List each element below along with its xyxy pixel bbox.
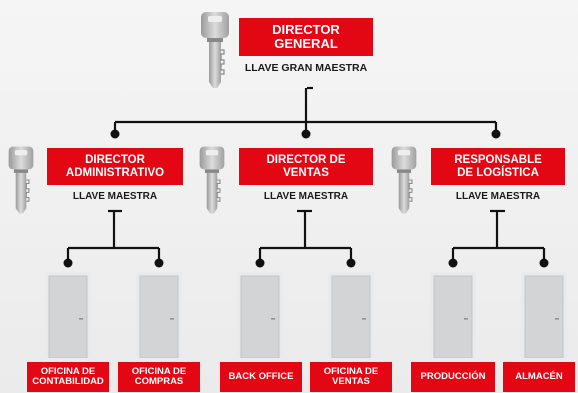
director-key-label: LLAVE GRAN MAESTRA bbox=[244, 62, 368, 74]
manager-title: DIRECTOR ADMINISTRATIVO bbox=[65, 154, 165, 179]
office-label: PRODUCCIÓN bbox=[420, 371, 486, 383]
key-icon bbox=[391, 146, 417, 214]
key-icon bbox=[8, 146, 34, 214]
director-title: DIRECTOR GENERAL bbox=[272, 22, 340, 51]
office-label-produccion: PRODUCCIÓN bbox=[411, 362, 495, 392]
office-label: BACK OFFICE bbox=[228, 371, 294, 383]
door-icon bbox=[136, 272, 182, 358]
office-label-almacen: ALMACÉN bbox=[503, 362, 575, 392]
door-icon bbox=[45, 272, 91, 358]
manager-box-ventas: DIRECTOR DE VENTAS bbox=[239, 148, 373, 185]
manager-title: DIRECTOR DE VENTAS bbox=[266, 154, 346, 179]
key-icon bbox=[201, 12, 229, 88]
door-icon bbox=[328, 272, 374, 358]
office-label: ALMACÉN bbox=[515, 371, 563, 383]
manager-key-label: LLAVE MAESTRA bbox=[263, 191, 349, 202]
key-icon bbox=[199, 146, 225, 214]
door-icon bbox=[430, 272, 476, 358]
office-label: OFICINA DE VENTAS bbox=[323, 366, 379, 387]
door-icon bbox=[521, 272, 567, 358]
office-label: OFICINA DE COMPRAS bbox=[131, 366, 187, 387]
office-label-contabilidad: OFICINA DE CONTABILIDAD bbox=[27, 362, 109, 392]
office-label-ventas: OFICINA DE VENTAS bbox=[310, 362, 392, 392]
manager-key-label: LLAVE MAESTRA bbox=[72, 191, 158, 202]
manager-box-logistica: RESPONSABLE DE LOGÍSTICA bbox=[431, 148, 565, 185]
door-icon bbox=[237, 272, 283, 358]
manager-box-administrativo: DIRECTOR ADMINISTRATIVO bbox=[47, 148, 183, 185]
office-label-compras: OFICINA DE COMPRAS bbox=[118, 362, 200, 392]
manager-title: RESPONSABLE DE LOGÍSTICA bbox=[454, 154, 542, 179]
manager-key-label: LLAVE MAESTRA bbox=[455, 191, 541, 202]
office-label: OFICINA DE CONTABILIDAD bbox=[32, 366, 104, 387]
director-general-box: DIRECTOR GENERAL bbox=[239, 18, 373, 56]
office-label-back-office: BACK OFFICE bbox=[220, 362, 302, 392]
